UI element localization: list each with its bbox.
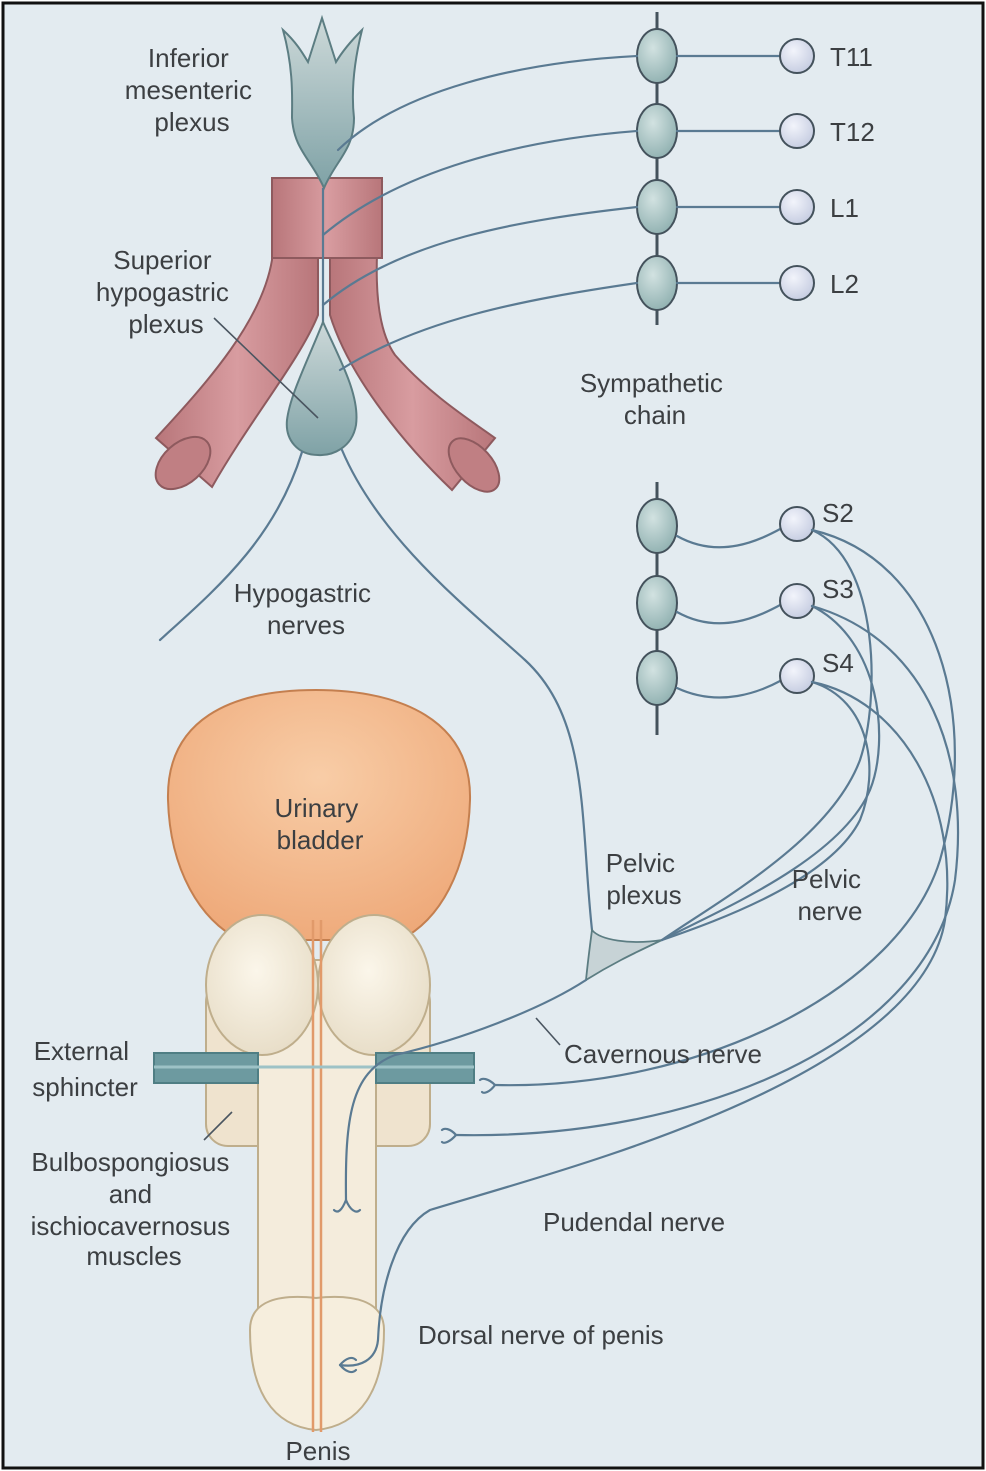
urethra xyxy=(311,920,323,1432)
left-iliac-opening xyxy=(154,435,212,491)
segment-label-t12: T12 xyxy=(830,117,875,147)
thoracolumbar-roots xyxy=(779,38,815,301)
glans xyxy=(248,1295,386,1432)
ganglion-l1 xyxy=(636,179,678,235)
prostate-right-lobe xyxy=(317,914,431,1056)
prostate-left-lobe xyxy=(205,914,319,1056)
root-s3 xyxy=(779,583,815,619)
root-t12 xyxy=(779,113,815,149)
root-l2 xyxy=(779,265,815,301)
label-pelvic-plexus: Pelvic plexus xyxy=(606,848,683,910)
segment-label-l2: L2 xyxy=(830,269,859,299)
segment-label-s4: S4 xyxy=(822,648,854,678)
segment-label-t11: T11 xyxy=(830,42,873,72)
root-t11 xyxy=(779,38,815,74)
right-hypogastric-nerve xyxy=(340,448,594,932)
root-s2 xyxy=(779,506,815,542)
label-hypogastric-nerves: Hypogastric nerves xyxy=(234,578,379,640)
sacral-roots xyxy=(779,506,815,694)
thoracolumbar-rami xyxy=(675,54,782,285)
sacral-ganglia xyxy=(636,498,678,706)
ganglion-l2 xyxy=(636,255,678,311)
dorsal-nerve-ending xyxy=(338,1356,358,1374)
ganglion-s3 xyxy=(636,575,678,631)
label-inferior-mesenteric-plexus: Inferior mesenteric plexus xyxy=(125,43,259,137)
segment-label-l1: L1 xyxy=(830,193,859,223)
label-penis: Penis xyxy=(285,1436,350,1466)
label-bulbo-muscles: Bulbospongiosus and ischiocavernosus mus… xyxy=(31,1147,238,1271)
label-external-sphincter: External sphincter xyxy=(32,1036,138,1102)
pudendal-ending-upper xyxy=(478,1077,497,1094)
ganglion-s4 xyxy=(636,650,678,706)
cavernous-nerve xyxy=(344,978,588,1202)
ganglion-t11 xyxy=(636,28,678,84)
iliac-vessels xyxy=(154,177,501,493)
segment-label-s2: S2 xyxy=(822,498,854,528)
splanchnic-nerves xyxy=(321,54,639,372)
label-pelvic-nerve: Pelvic nerve xyxy=(792,864,869,926)
left-hypogastric-nerve xyxy=(158,450,304,642)
ganglion-t12 xyxy=(636,103,678,159)
superior-hypogastric-plexus-shape xyxy=(285,319,358,457)
label-dorsal-nerve: Dorsal nerve of penis xyxy=(418,1320,664,1350)
sacral-grey-rami xyxy=(675,526,784,699)
segment-label-s3: S3 xyxy=(822,574,854,604)
root-l1 xyxy=(779,189,815,225)
label-pudendal-nerve: Pudendal nerve xyxy=(543,1207,725,1237)
leader-superior-hypogastric xyxy=(213,317,319,419)
label-cavernous-nerve: Cavernous nerve xyxy=(564,1039,762,1069)
pelvic-plexus-shape xyxy=(584,927,663,982)
leader-bulbo xyxy=(203,1111,233,1141)
label-superior-hypogastric-plexus: Superior hypogastric plexus xyxy=(96,245,236,339)
label-sympathetic-chain: Sympathetic chain xyxy=(580,368,730,430)
cavernous-nerve-ending xyxy=(332,1198,362,1213)
aorta-segment xyxy=(271,177,383,259)
leader-cavernous xyxy=(535,1017,561,1046)
pudendal-ending-lower xyxy=(440,1127,458,1144)
ganglion-s2 xyxy=(636,498,678,554)
root-s4 xyxy=(779,658,815,694)
right-iliac-opening xyxy=(447,437,501,493)
pudendal-nerve-branches xyxy=(338,528,960,1367)
label-urinary-bladder: Urinary bladder xyxy=(274,793,365,855)
pelvic-nerves xyxy=(660,528,881,942)
